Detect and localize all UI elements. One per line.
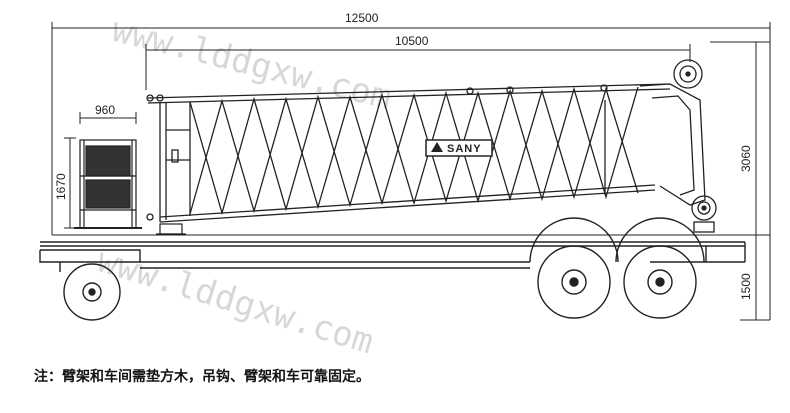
trailer	[39, 217, 746, 321]
watermark-bottom: www.lddgxw.com	[92, 240, 378, 362]
dimension-jib-length-label: 10500	[395, 34, 429, 48]
dimension-total-length-label: 12500	[345, 11, 379, 25]
dimension-total-length	[51, 22, 771, 34]
dimension-hook-height-label: 1670	[54, 173, 68, 200]
dimension-deck-height	[740, 235, 770, 321]
rear-wheel-1-icon	[537, 245, 611, 319]
rear-wheel-2-icon	[623, 245, 697, 319]
dimension-deck-height-label: 1500	[739, 273, 753, 300]
sany-logo-text: SANY	[447, 143, 482, 155]
jib-truss	[146, 83, 706, 223]
dimension-jib-height-label: 3060	[739, 145, 753, 172]
timber-blocks	[156, 223, 186, 235]
dimension-jib-length	[145, 44, 691, 90]
dimension-hook-width-label: 960	[95, 103, 115, 117]
front-wheel-icon	[63, 263, 121, 321]
watermark-top: www.lddgxw.com	[108, 10, 396, 118]
sany-logo-icon	[431, 142, 443, 152]
outline-frame	[51, 30, 771, 320]
note-text: 注：臂架和车间需垫方木，吊钩、臂架和车可靠固定。	[34, 369, 370, 385]
sheave-bottom-icon	[691, 195, 717, 221]
sheave-top-icon	[673, 59, 703, 89]
sany-logo: SANY	[425, 139, 493, 157]
hook-block	[74, 139, 142, 229]
watermark-layer: www.lddgxw.com www.lddgxw.com	[92, 10, 395, 362]
jib-head-sheaves	[673, 59, 717, 233]
dimension-hook-width	[79, 112, 137, 124]
